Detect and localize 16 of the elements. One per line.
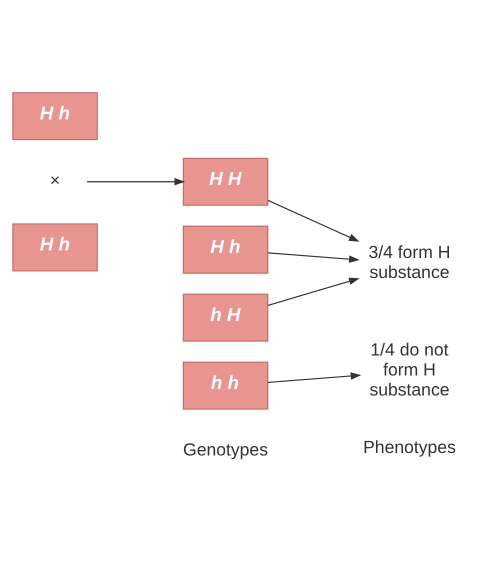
node-text: 3/4 form H substance <box>368 241 450 282</box>
node-box: h H <box>182 293 268 342</box>
node-box: h h <box>182 361 268 410</box>
node-box: H h <box>182 225 268 274</box>
arrow <box>268 277 360 306</box>
label: Phenotypes <box>363 436 456 456</box>
node-text: × <box>50 169 60 190</box>
node-box: H H <box>182 157 268 206</box>
arrow <box>268 372 362 382</box>
arrow <box>268 252 360 262</box>
node-box: H h <box>12 92 98 140</box>
node-box: H h <box>12 222 98 271</box>
arrow <box>87 178 186 185</box>
node-text: 1/4 do not form H substance <box>369 339 450 400</box>
arrow <box>268 199 360 242</box>
label: Genotypes <box>183 438 268 459</box>
